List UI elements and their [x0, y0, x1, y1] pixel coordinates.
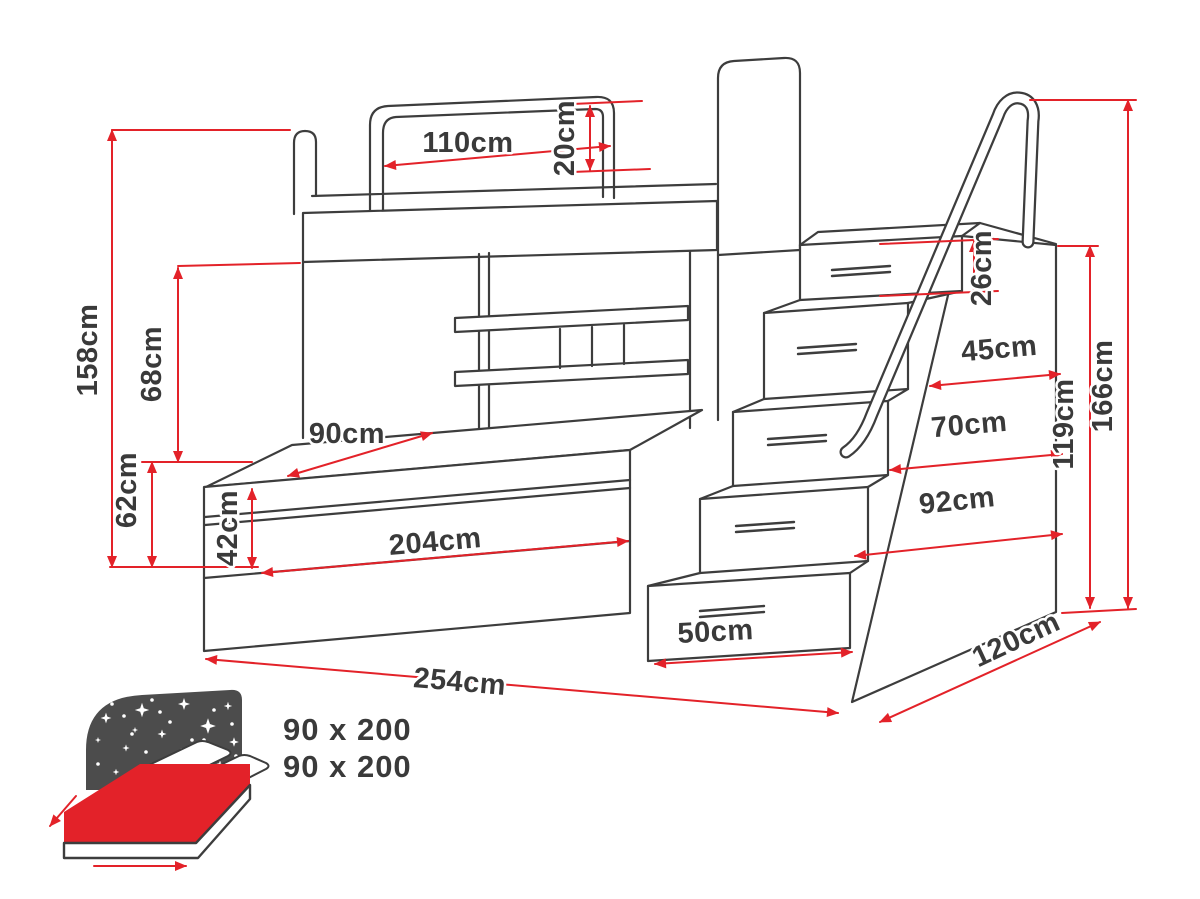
dim-label-rail-length: 110cm [422, 127, 513, 159]
dim-label-top-step-height: 26cm [966, 230, 998, 306]
handrail-core [841, 93, 1038, 457]
dim-label-height-total-right: 166cm [1087, 340, 1119, 433]
corner-panel [716, 56, 802, 257]
dim-line-110 [384, 141, 611, 171]
extension-line [177, 262, 301, 267]
stairs-landing [798, 221, 982, 247]
dim-label-frame-front-height: 42cm [212, 490, 244, 566]
dim-label-rail-height: 20cm [549, 100, 581, 176]
dim-line-120 [879, 621, 1101, 723]
step-2-face [698, 485, 870, 575]
extension-line [1061, 608, 1137, 614]
upper-bunk [292, 129, 719, 264]
dim-label-mattress-width: 90cm [309, 418, 385, 450]
red-mattress [64, 764, 250, 843]
dim-label-bottom-step-width: 50cm [677, 614, 755, 650]
dim-line-45 [929, 370, 1061, 390]
bed-size-icon [49, 689, 270, 871]
tread-edge [698, 484, 735, 501]
extension-line [571, 100, 643, 105]
extension-line [879, 238, 999, 245]
tread-edge [866, 473, 890, 489]
landing-back-edge [978, 221, 1058, 246]
dim-label-base-height: 62cm [111, 452, 143, 528]
upper-fascia [301, 199, 719, 264]
step-handles [698, 264, 892, 619]
width-arrow [49, 795, 77, 827]
tread-edge [646, 571, 702, 588]
dim-line-70 [889, 450, 1063, 474]
shelf-top [453, 304, 690, 334]
dim-line-50 [654, 647, 853, 669]
dim-label-step-width-middle: 70cm [930, 406, 1009, 445]
dim-label-total-length: 254cm [412, 662, 507, 702]
guardrail-inner [381, 107, 605, 213]
handrail [839, 91, 1040, 459]
guardrail-outer [368, 95, 616, 214]
tread-edge [762, 298, 802, 315]
shelf-bottom [453, 358, 690, 388]
dim-line-92 [854, 530, 1063, 560]
mattress-seam [203, 478, 632, 519]
dim-line-254 [205, 654, 839, 718]
tread-edge [886, 387, 910, 403]
dim-label-clearance: 68cm [136, 326, 168, 402]
guardrail [368, 95, 616, 214]
tread-edge [848, 559, 870, 575]
dim-label-height-total-left: 158cm [72, 304, 104, 397]
bunk-bed-drawing [202, 56, 1058, 704]
upper-mattress-edge [310, 182, 718, 198]
bed-base [62, 783, 252, 860]
dim-label-step-width-upper: 45cm [960, 330, 1039, 369]
dim-line-90 [287, 431, 433, 478]
extension-line [571, 168, 651, 173]
tread-edge [731, 397, 766, 414]
size-label-bottom: 90 x 200 [283, 749, 412, 784]
dim-line-204 [261, 536, 629, 578]
step-3-face [731, 399, 890, 488]
frame-seam [203, 486, 632, 527]
dim-label-staircase-height: 119cm [1048, 378, 1080, 469]
size-label-top: 90 x 200 [283, 712, 412, 747]
under-bunk [301, 249, 720, 442]
upper-left-post [292, 129, 318, 216]
size-labels: 90 x 200 90 x 200 [283, 712, 412, 784]
dimension-lines [107, 99, 1137, 723]
